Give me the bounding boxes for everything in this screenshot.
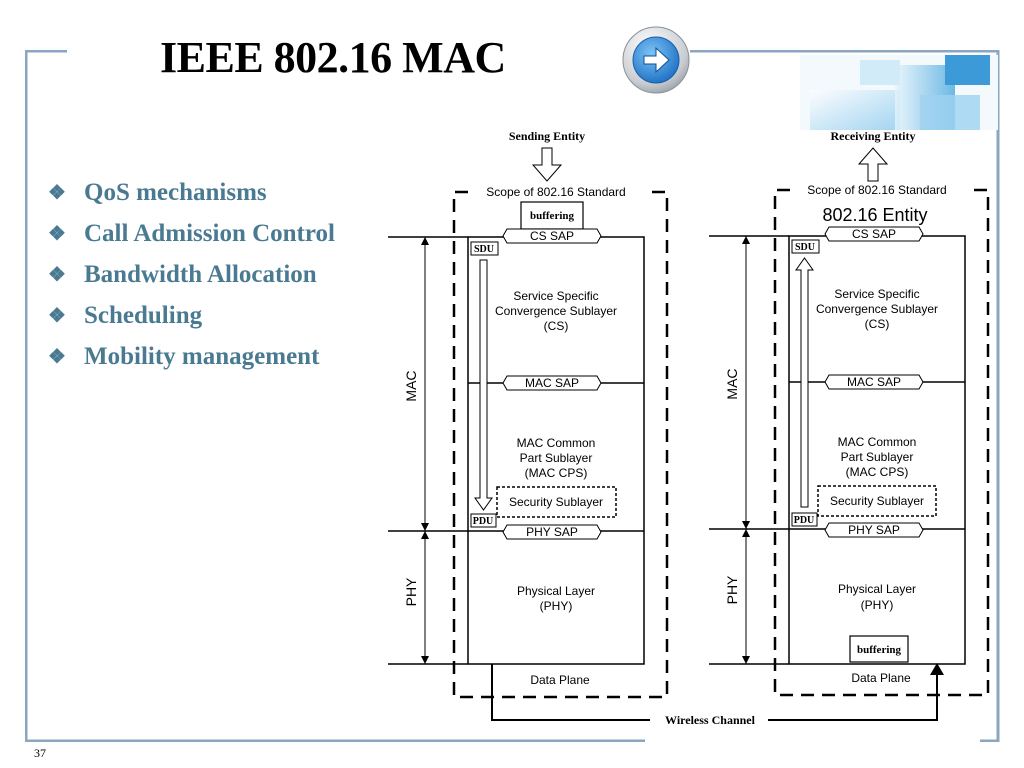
buffering-label: buffering bbox=[857, 644, 902, 656]
phy-sap-label: PHY SAP bbox=[848, 523, 900, 537]
bullet-text: Call Admission Control bbox=[84, 219, 335, 247]
cs-sap-label: CS SAP bbox=[530, 229, 574, 243]
list-item: ❖ Scheduling bbox=[48, 295, 335, 336]
phy-layer-line: (PHY) bbox=[540, 599, 573, 613]
scope-boundary bbox=[773, 188, 990, 697]
slide-title: IEEE 802.16 MAC bbox=[160, 33, 506, 82]
phy-scope-label: PHY bbox=[724, 575, 740, 604]
pdu-to-sdu-arrow bbox=[795, 257, 814, 508]
cps-layer-line: MAC Common bbox=[517, 436, 596, 450]
phy-layer-line: Physical Layer bbox=[517, 584, 595, 598]
slide-number: 37 bbox=[34, 746, 46, 760]
buffering-box bbox=[849, 635, 909, 663]
phy-sap bbox=[824, 522, 924, 538]
sdu-tag bbox=[470, 241, 499, 256]
pdu-label: PDU bbox=[473, 516, 494, 527]
list-item: ❖ QoS mechanisms bbox=[48, 172, 335, 213]
diamond-bullet-icon: ❖ bbox=[48, 223, 66, 245]
layer-block bbox=[467, 236, 645, 665]
mac-sap-label: MAC SAP bbox=[525, 376, 579, 390]
pdu-label: PDU bbox=[794, 515, 815, 526]
cs-layer-line: Service Specific bbox=[513, 289, 598, 303]
bullet-list: ❖QoS mechanisms ❖Call Admission Control … bbox=[48, 172, 335, 377]
pdu-tag bbox=[791, 512, 818, 527]
mac-sap bbox=[502, 375, 602, 391]
cs-layer-line: (CS) bbox=[544, 319, 569, 333]
cs-layer-line: (CS) bbox=[865, 317, 890, 331]
cps-layer-line: MAC Common bbox=[838, 435, 917, 449]
data-plane-label: Data Plane bbox=[530, 673, 590, 687]
scope-label: Scope of 802.16 Standard bbox=[486, 185, 625, 199]
receiving-entity-stack: Receiving Entity Scope of 802.16 Standar… bbox=[709, 129, 990, 697]
security-sublayer bbox=[496, 486, 617, 518]
cps-layer-line: Part Sublayer bbox=[841, 450, 914, 464]
diamond-bullet-icon: ❖ bbox=[48, 182, 66, 204]
cs-sap bbox=[502, 228, 602, 244]
next-slide-button[interactable] bbox=[620, 24, 692, 96]
wireless-channel: Wireless Channel bbox=[491, 663, 944, 727]
list-item: ❖ Bandwidth Allocation bbox=[48, 254, 335, 295]
diamond-bullet-icon: ❖ bbox=[48, 346, 66, 368]
cps-layer-line: (MAC CPS) bbox=[525, 466, 588, 480]
sdu-to-pdu-arrow bbox=[474, 259, 493, 511]
buffering-label: buffering bbox=[530, 210, 575, 222]
mac-sap-label: MAC SAP bbox=[847, 375, 901, 389]
bullet-text: Bandwidth Allocation bbox=[84, 260, 317, 288]
bullet-text: Scheduling bbox=[84, 301, 203, 329]
scope-boundary bbox=[452, 190, 669, 699]
data-plane-label: Data Plane bbox=[851, 671, 911, 685]
pdu-tag bbox=[470, 513, 497, 528]
diamond-bullet-icon: ❖ bbox=[48, 264, 66, 286]
list-item: ❖ Call Admission Control bbox=[48, 213, 335, 254]
arrow-right-icon bbox=[622, 26, 690, 94]
mac-scope-label: MAC bbox=[724, 368, 740, 399]
sdu-label: SDU bbox=[474, 244, 494, 255]
arrow-up-icon bbox=[930, 663, 944, 675]
sdu-label: SDU bbox=[795, 242, 815, 253]
security-sublayer-label: Security Sublayer bbox=[830, 494, 924, 508]
phy-sap bbox=[502, 524, 602, 540]
bullet-text: Mobility management bbox=[84, 342, 320, 370]
cs-sap bbox=[824, 226, 924, 242]
down-arrow-icon bbox=[531, 147, 563, 182]
mac-scope-label: MAC bbox=[403, 370, 419, 401]
up-arrow-icon bbox=[857, 147, 889, 182]
phy-scope-label: PHY bbox=[403, 577, 419, 606]
cs-layer-line: Convergence Sublayer bbox=[816, 302, 938, 316]
diamond-bullet-icon: ❖ bbox=[48, 305, 66, 327]
cs-layer-line: Service Specific bbox=[834, 287, 919, 301]
scope-label: Scope of 802.16 Standard bbox=[807, 183, 946, 197]
sending-entity-label: Sending Entity bbox=[509, 129, 585, 143]
decorative-squares bbox=[800, 55, 998, 130]
wireless-channel-label: Wireless Channel bbox=[665, 713, 756, 727]
cs-sap-label: CS SAP bbox=[852, 227, 896, 241]
bullet-text: QoS mechanisms bbox=[84, 178, 267, 206]
cps-layer-line: (MAC CPS) bbox=[846, 465, 909, 479]
buffering-box bbox=[520, 201, 584, 230]
cs-layer-line: Convergence Sublayer bbox=[495, 304, 617, 318]
security-sublayer-label: Security Sublayer bbox=[509, 495, 603, 509]
cps-layer-line: Part Sublayer bbox=[520, 451, 593, 465]
entity-label: 802.16 Entity bbox=[822, 205, 927, 225]
security-sublayer bbox=[817, 485, 937, 517]
mac-sap bbox=[824, 374, 924, 390]
sending-entity-stack: Sending Entity Scope of 802.16 Standard … bbox=[388, 129, 669, 699]
phy-layer-line: (PHY) bbox=[861, 598, 894, 612]
phy-layer-line: Physical Layer bbox=[838, 582, 916, 596]
phy-sap-label: PHY SAP bbox=[526, 525, 578, 539]
list-item: ❖ Mobility management bbox=[48, 336, 335, 377]
sdu-tag bbox=[791, 239, 820, 254]
layer-block bbox=[788, 235, 966, 665]
receiving-entity-label: Receiving Entity bbox=[831, 129, 916, 143]
